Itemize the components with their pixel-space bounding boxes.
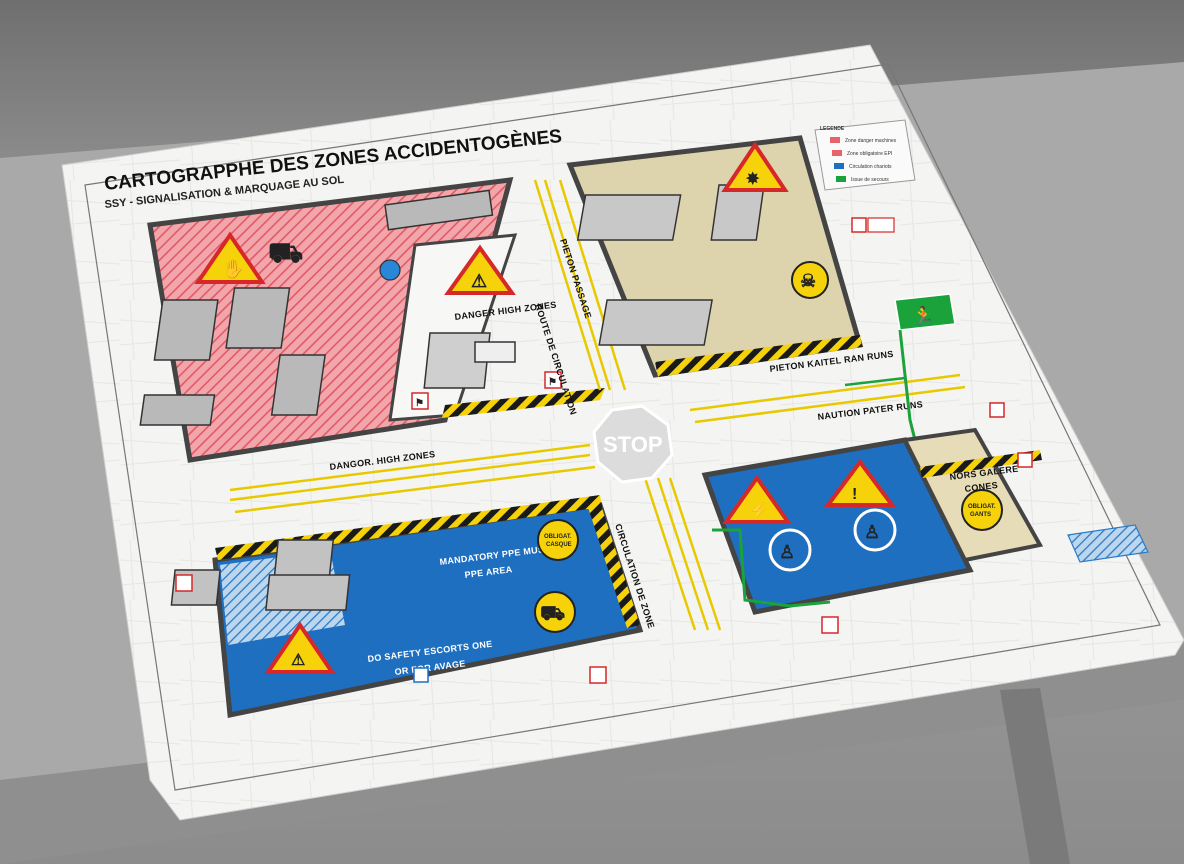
hazard-strip-vertical (585, 496, 640, 628)
warning-electric-icon: ⚡ (722, 474, 792, 524)
ppe-boots-icon: ♙ (768, 528, 812, 572)
svg-text:⛟: ⛟ (540, 603, 565, 625)
svg-text:✸: ✸ (745, 171, 760, 188)
fire-extinguisher-icon-6 (989, 402, 1005, 418)
exit-route-line-3 (712, 528, 831, 608)
svg-text:⛟: ⛟ (268, 237, 303, 268)
fire-extinguisher-icon-4 (175, 574, 193, 592)
svg-text:Zone danger machines: Zone danger machines (845, 138, 897, 144)
svg-text:STOP: STOP (603, 432, 663, 457)
paper-border (84, 63, 1161, 791)
blue-stripe-sign (1067, 524, 1149, 563)
cones-badge: OBLIGAT. GANTS (961, 489, 1003, 531)
fire-extinguisher-icon-2: ⚑ (411, 392, 429, 410)
stop-sign-icon: STOP (592, 404, 674, 484)
svg-text:⚠: ⚠ (471, 271, 487, 291)
svg-text:⚑: ⚑ (548, 377, 557, 388)
svg-text:Zone obligatoire EPI: Zone obligatoire EPI (847, 151, 892, 157)
svg-text:LEGENDE: LEGENDE (820, 126, 845, 132)
svg-text:♙: ♙ (864, 522, 880, 542)
ppe-suit-icon: ♙ (853, 508, 897, 552)
fire-extinguisher-icon-3 (851, 217, 895, 233)
svg-text:Issue de secours: Issue de secours (851, 177, 889, 183)
warning-crush-icon: ⚠ (444, 244, 516, 295)
machine-lathe (576, 184, 765, 346)
table-leg (1000, 688, 1070, 864)
walkway-lines (229, 179, 966, 631)
pedestrian-sign-icon (413, 667, 429, 683)
svg-text:✋: ✋ (222, 258, 244, 279)
exit-route-line-2 (844, 376, 906, 387)
warning-explosion-icon: ✸ (721, 141, 789, 192)
svg-text:⚠: ⚠ (291, 652, 305, 669)
svg-text:CASQUE: CASQUE (546, 542, 572, 548)
hazard-strip-br (920, 450, 1042, 478)
fire-extinguisher-icon: ⚑ (544, 371, 562, 389)
warning-hand-icon: ✋ (194, 231, 266, 284)
svg-text:♙: ♙ (779, 542, 795, 562)
label-store-cones-2: CONES (964, 480, 998, 494)
svg-text:OBLIGAT.: OBLIGAT. (968, 504, 996, 510)
mandatory-zone-bottomright (701, 437, 974, 615)
svg-text:🏃: 🏃 (912, 305, 934, 326)
warning-slippery-icon: ⚠ (264, 621, 336, 674)
machine-cluster-a (139, 189, 494, 426)
svg-text:⚡: ⚡ (749, 501, 769, 520)
hazard-strip-right (655, 335, 862, 377)
forklift-icon: ⛟ (268, 237, 303, 268)
svg-text:OBLIGAT.: OBLIGAT. (544, 534, 572, 540)
warning-person-icon: ! (824, 458, 896, 507)
legend-box: LEGENDE Zone danger machines Zone obliga… (814, 119, 916, 191)
hazard-strip-top (442, 388, 605, 418)
forklift-warning-icon: ⛟ (534, 591, 576, 633)
svg-text:⚑: ⚑ (415, 398, 424, 409)
svg-text:GANTS: GANTS (970, 512, 991, 518)
svg-text:Circulation chariots: Circulation chariots (849, 164, 892, 170)
fire-extinguisher-icon-5 (589, 666, 607, 684)
emergency-exit-icon: 🏃 (894, 293, 956, 331)
machine-press (423, 332, 516, 389)
gear-icon (379, 259, 401, 281)
svg-text:☠: ☠ (800, 271, 816, 291)
fire-extinguisher-icon-8 (821, 616, 839, 634)
svg-text:!: ! (852, 486, 857, 503)
toxic-hazard-icon: ☠ (791, 261, 829, 299)
mandatory-badge-1: OBLIGAT. CASQUE (537, 519, 579, 561)
fire-extinguisher-icon-7 (1017, 452, 1033, 468)
